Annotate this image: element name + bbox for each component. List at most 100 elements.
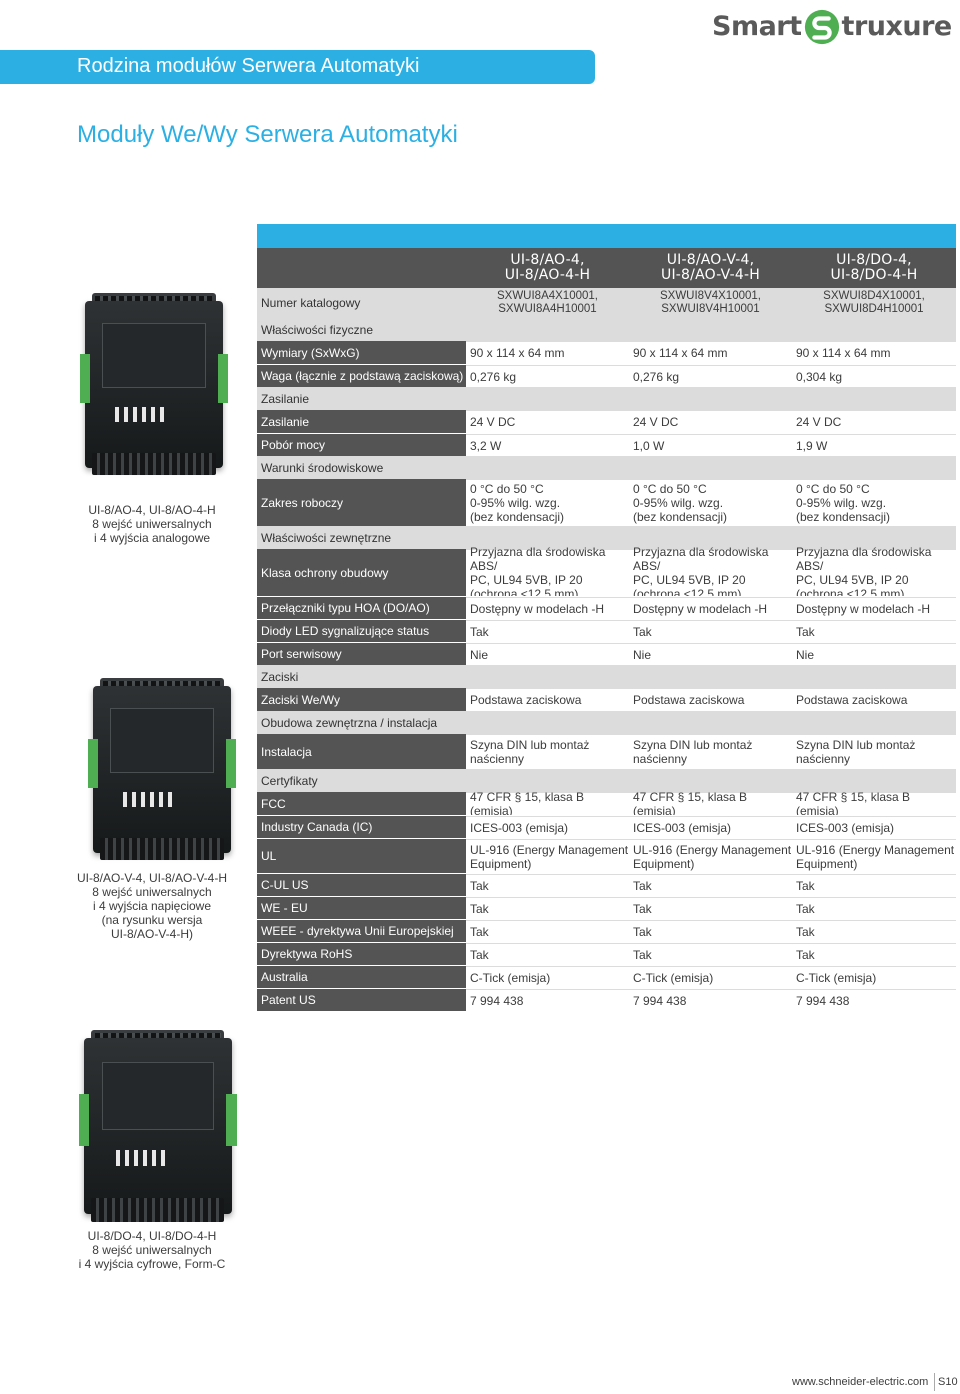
- spec-value-line: 47 CFR § 15, klasa B (emisja): [470, 790, 585, 818]
- spec-value-line: UL-916 (Energy Management: [796, 842, 955, 857]
- product-photo-ao: [68, 293, 236, 483]
- category-row: Zasilanie: [257, 387, 956, 410]
- spec-value-cell: Tak: [792, 620, 956, 642]
- spec-value-line: 90 x 114 x 64 mm: [470, 346, 565, 360]
- spec-value-line: 0-95% wilg. wzg.: [796, 496, 887, 510]
- caption-line: 8 wejść uniwersalnych: [92, 517, 212, 531]
- spec-value-line: Tak: [470, 878, 489, 893]
- catalog-code-cell: SXWUI8A4X10001, SXWUI8A4H10001: [466, 288, 629, 318]
- spec-value-cell: 90 x 114 x 64 mm: [629, 341, 792, 364]
- model-name-line: UI-8/AO-4-H: [504, 267, 591, 283]
- catalog-code-line: SXWUI8A4H10001: [498, 303, 597, 315]
- spec-value-line: Nie: [633, 647, 652, 662]
- catalog-code-line: SXWUI8A4X10001,: [496, 290, 598, 302]
- spec-value-cell: Tak: [466, 874, 629, 896]
- spec-value-line: Nie: [470, 647, 489, 662]
- spec-value-cell: 0,276 kg: [466, 365, 629, 387]
- spec-value-line: 7 994 438: [470, 993, 524, 1008]
- spec-value-line: Equipment): [796, 856, 858, 871]
- io-module-photo: [76, 678, 244, 868]
- spec-value-line: 47 CFR § 15, klasa B (emisja): [633, 790, 748, 818]
- spec-label: C-UL US: [257, 874, 466, 896]
- page-number: S10: [938, 1376, 958, 1388]
- model-name-line: UI-8/DO-4-H: [830, 267, 918, 283]
- spec-value-cell: Tak: [792, 897, 956, 919]
- spec-value-cell: Tak: [466, 943, 629, 965]
- model-header-row: UI-8/AO-4, UI-8/AO-4-H UI-8/AO-V-4, UI-8…: [257, 248, 956, 288]
- spec-value-cell: 0,276 kg: [629, 365, 792, 387]
- spec-value-line: 7 994 438: [633, 993, 687, 1008]
- spec-label: Port serwisowy: [257, 643, 466, 665]
- spec-value-cell: Nie: [629, 643, 792, 665]
- spec-label: WE - EU: [257, 897, 466, 919]
- section-banner: Rodzina modułów Serwera Automatyki: [0, 50, 595, 84]
- spec-label: Wymiary (SxWxG): [257, 341, 466, 364]
- caption-line: i 4 wyjścia cyfrowe, Form-C: [78, 1257, 226, 1271]
- spec-label: Diody LED sygnalizujące status: [257, 620, 466, 642]
- spec-value-line: Dostępny w modelach -H: [470, 601, 605, 616]
- spec-value-cell: 7 994 438: [466, 989, 629, 1011]
- spec-value-line: 7 994 438: [796, 993, 850, 1008]
- spec-value-cell: Nie: [792, 643, 956, 665]
- spec-value-cell: Podstawa zaciskowa: [629, 688, 792, 711]
- spec-value-line: C-Tick (emisja): [796, 970, 877, 985]
- spec-value-line: 0-95% wilg. wzg.: [470, 496, 561, 510]
- spec-value-line: (bez kondensacji): [796, 510, 891, 524]
- struxure-s-logo-icon: [804, 9, 839, 45]
- spec-value-line: PC, UL94 5VB, IP 20: [470, 573, 583, 587]
- category-row: Obudowa zewnętrzna / instalacja: [257, 711, 956, 734]
- category-label: Warunki środowiskowe: [261, 460, 384, 475]
- caption-line: UI-8/AO-V-4-H): [110, 927, 193, 941]
- spec-value-cell: C-Tick (emisja): [792, 966, 956, 988]
- smartstruxure-logo: Smart truxure: [712, 5, 956, 49]
- spec-value-line: 0 °C do 50 °C: [796, 482, 870, 496]
- caption-line: 8 wejść uniwersalnych: [92, 885, 212, 899]
- spec-value-line: UL-916 (Energy Management: [470, 842, 629, 857]
- category-label: Właściwości fizyczne: [261, 322, 374, 337]
- spec-value-line: Podstawa zaciskowa: [633, 693, 745, 707]
- spec-value-cell: C-Tick (emisja): [629, 966, 792, 988]
- photo-caption-ao-v: UI-8/AO-V-4, UI-8/AO-V-4-H 8 wejść uniwe…: [60, 871, 244, 941]
- spec-label: FCC: [257, 792, 466, 815]
- spec-value-cell: 90 x 114 x 64 mm: [792, 341, 956, 364]
- spec-value-line: Tak: [633, 878, 652, 893]
- spec-value-cell: Dostępny w modelach -H: [466, 597, 629, 619]
- spec-value-line: 24 V DC: [470, 415, 516, 429]
- category-label: Zasilanie: [261, 391, 310, 406]
- spec-value-cell: Podstawa zaciskowa: [792, 688, 956, 711]
- category-label: Certyfikaty: [261, 773, 318, 788]
- spec-value-line: 1,0 W: [633, 438, 665, 453]
- spec-value-cell: Tak: [629, 620, 792, 642]
- spec-row: Port serwisowy Nie Nie Nie: [257, 642, 956, 665]
- spec-value-cell: 7 994 438: [629, 989, 792, 1011]
- footer-url[interactable]: www.schneider-electric.com: [792, 1376, 929, 1388]
- spec-value-line: Tak: [796, 624, 815, 639]
- spec-value-line: (bez kondensacji): [470, 510, 565, 524]
- spec-value-cell: Przyjazna dla środowiska ABS/PC, UL94 5V…: [629, 545, 792, 601]
- spec-label: Instalacja: [257, 734, 466, 769]
- caption-line: UI-8/AO-V-4, UI-8/AO-V-4-H: [76, 871, 228, 885]
- page-title: Moduły We/Wy Serwera Automatyki: [77, 121, 458, 148]
- spec-value-cell: ICES-003 (emisja): [466, 816, 629, 838]
- spec-value-line: Dostępny w modelach -H: [796, 601, 931, 616]
- spec-value-cell: Tak: [629, 874, 792, 896]
- spec-value-line: Tak: [796, 878, 815, 893]
- spec-value-line: 0-95% wilg. wzg.: [633, 496, 724, 510]
- model-header-cell: UI-8/AO-4, UI-8/AO-4-H: [466, 248, 629, 288]
- logo-word-smart: Smart: [712, 11, 802, 42]
- spec-value-line: naścienny: [633, 752, 688, 766]
- spec-value-line: Tak: [633, 624, 652, 639]
- caption-line: i 4 wyjścia napięciowe: [92, 899, 212, 913]
- io-module-photo: [68, 293, 236, 483]
- spec-value-line: Tak: [633, 924, 652, 939]
